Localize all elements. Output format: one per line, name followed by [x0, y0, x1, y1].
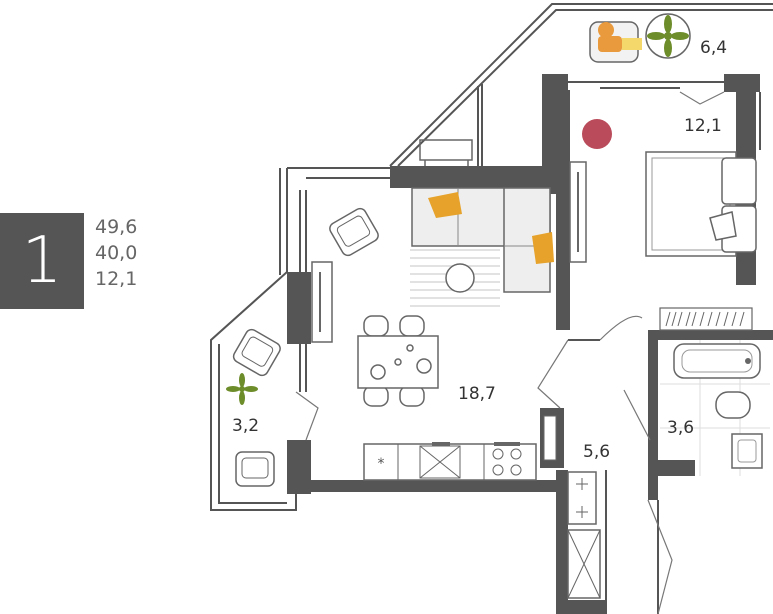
outline-lines: [210, 3, 773, 614]
bedroom-area: 12,1: [95, 268, 138, 290]
balcony-furniture: [226, 328, 281, 487]
area-label-living-kitchen: 18,7: [458, 384, 496, 404]
armchair-icon: [232, 328, 281, 377]
total-area: 49,6: [95, 216, 138, 238]
rooms-count: 1: [21, 224, 63, 298]
area-stats: 49,6 40,0 12,1: [95, 214, 137, 292]
svg-text:*: *: [378, 456, 385, 472]
living-furniture: *: [311, 187, 554, 481]
pillow-icon: [428, 192, 462, 218]
bathroom-fixtures: [660, 340, 770, 476]
person-icon: [598, 22, 614, 38]
armchair-icon: [235, 451, 275, 487]
terrace-furniture: [589, 13, 691, 63]
hallway-fixtures: [543, 415, 601, 599]
armchair-icon: [329, 207, 379, 257]
pillow-icon: [532, 232, 554, 264]
area-label-bedroom: 12,1: [684, 116, 722, 136]
living-area: 40,0: [95, 242, 138, 264]
area-label-balcony-left: 3,2: [232, 416, 260, 436]
area-label-bathroom: 3,6: [667, 418, 695, 438]
area-label-terrace-top: 6,4: [700, 38, 728, 58]
small-bay-furniture: [419, 139, 473, 166]
plant-icon: [226, 373, 258, 405]
plant-icon: [647, 15, 689, 57]
round-ottoman-icon: [582, 119, 612, 149]
bedroom-furniture: [569, 119, 757, 331]
rooms-badge: 1: [0, 213, 84, 309]
door-swings: [295, 91, 725, 614]
area-label-hallway: 5,6: [583, 442, 611, 462]
